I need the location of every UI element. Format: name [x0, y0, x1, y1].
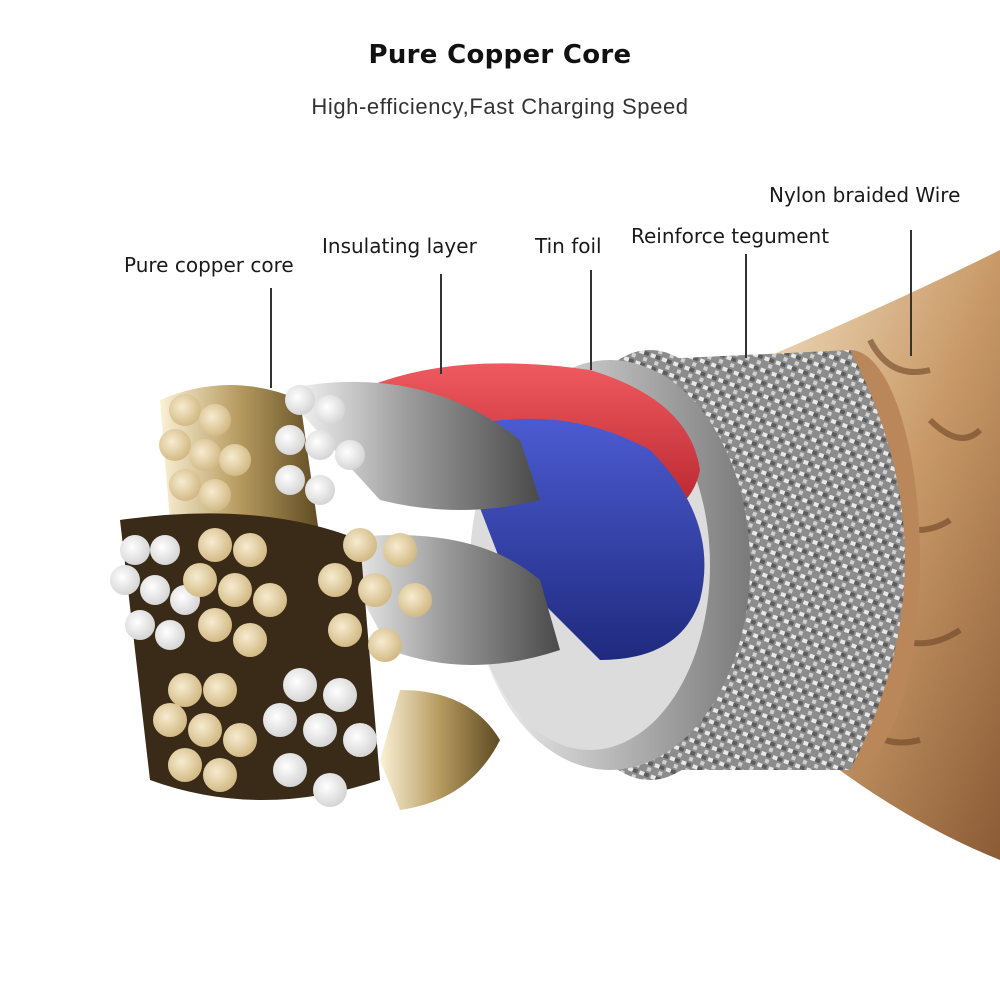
leader-line-insulating-layer — [440, 274, 442, 374]
leader-line-reinforce-tegument — [745, 254, 747, 358]
strand-ends-gold-top — [159, 394, 251, 511]
label-insulating-layer: Insulating layer — [322, 234, 477, 258]
strand-ends-gold-right — [318, 528, 432, 662]
leader-line-pure-copper-core — [270, 288, 272, 388]
silver-conductor-top — [280, 381, 540, 510]
strand-ends-gold-bottom — [153, 673, 257, 792]
strand-ends-silver-bottom — [263, 668, 377, 807]
gold-insulation — [380, 690, 500, 810]
page-title: Pure Copper Core — [368, 40, 632, 70]
leader-line-nylon-braided-wire — [910, 230, 912, 356]
label-pure-copper-core: Pure copper core — [124, 253, 294, 277]
strand-ends-silver-left — [110, 535, 200, 650]
label-nylon-braided-wire: Nylon braided Wire — [769, 183, 961, 207]
page-subtitle: High-efficiency,Fast Charging Speed — [311, 94, 689, 119]
label-tin-foil: Tin foil — [535, 234, 602, 258]
label-reinforce-tegument: Reinforce tegument — [631, 224, 830, 248]
strand-ends-silver-top — [275, 385, 365, 505]
strand-ends-gold-center — [183, 528, 287, 657]
leader-line-tin-foil — [590, 270, 592, 370]
